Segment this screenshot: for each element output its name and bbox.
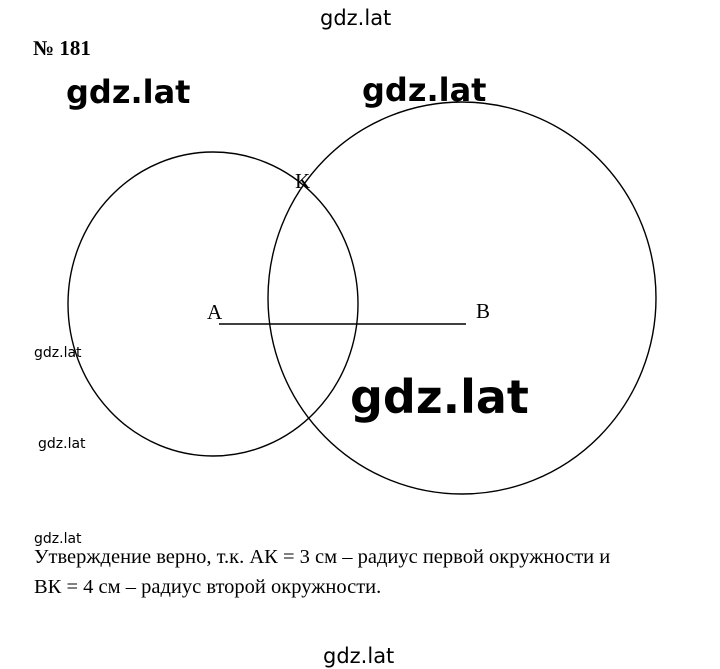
watermark-small-2: gdz.lat bbox=[38, 436, 86, 452]
watermark-huge: gdz.lat bbox=[348, 370, 531, 424]
watermark-large-left: gdz.lat bbox=[66, 73, 191, 111]
watermark-top: gdz.lat bbox=[320, 6, 392, 30]
answer-line-1: Утверждение верно, т.к. АК = 3 см – ради… bbox=[34, 546, 611, 568]
circle-a bbox=[67, 151, 359, 457]
label-point-b: B bbox=[476, 299, 490, 323]
answer-line-2: ВК = 4 см – радиус второй окружности. bbox=[34, 576, 382, 598]
watermark-small-1: gdz.lat bbox=[34, 345, 82, 361]
circle-b bbox=[267, 101, 657, 495]
watermark-bottom: gdz.lat bbox=[323, 644, 395, 668]
answer-text: Утверждение верно, т.к. АК = 3 см – ради… bbox=[34, 542, 704, 602]
watermark-large-right: gdz.lat bbox=[362, 71, 487, 109]
label-point-k: K bbox=[295, 169, 310, 193]
label-point-a: A bbox=[207, 300, 223, 324]
task-number: № 181 bbox=[33, 36, 91, 60]
watermark-small-3: gdz.lat bbox=[34, 531, 82, 547]
